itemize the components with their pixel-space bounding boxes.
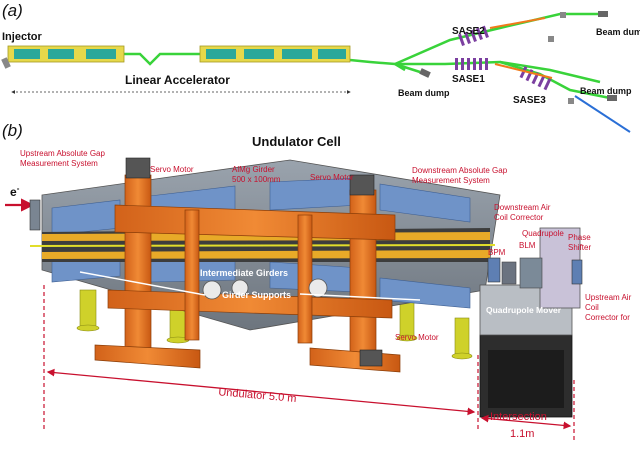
beam-branches bbox=[394, 12, 611, 100]
upstream-air-coil-block bbox=[571, 259, 583, 285]
quadrupole-block bbox=[519, 257, 543, 289]
girder-supports-label: Girder Supports bbox=[222, 290, 291, 300]
servo-motor-left-label: Servo Motor bbox=[150, 165, 194, 174]
beam-monitor bbox=[568, 98, 574, 104]
sase2-undulator bbox=[458, 25, 489, 46]
photon-beam-sase3 bbox=[574, 95, 631, 133]
blm-label: BLM bbox=[519, 241, 536, 250]
girder-pointer-lines bbox=[79, 271, 421, 301]
beam-monitor bbox=[560, 12, 566, 18]
frame-base-left bbox=[94, 344, 201, 369]
upstream-gap-label-2: Measurement System bbox=[20, 159, 98, 168]
upstream-air-label-3: Corrector for bbox=[585, 313, 630, 322]
sase1-undulator bbox=[455, 58, 488, 70]
servo-motor-mid bbox=[349, 174, 375, 196]
frame-base-right bbox=[309, 347, 401, 373]
downstream-gap-label-2: Measurement System bbox=[412, 176, 490, 185]
air-coil-block bbox=[487, 257, 501, 283]
beam-dump-bottom-block bbox=[607, 95, 617, 101]
girder-support-discs bbox=[202, 278, 328, 300]
module bbox=[14, 49, 40, 59]
quadrupole-mover-line1: Quadrupole Mover bbox=[486, 305, 562, 315]
servo-motor-mid-label: Servo Motor bbox=[310, 173, 354, 182]
upstream-gap-sensor bbox=[29, 199, 41, 231]
beam-dump-mid-label: Beam dump bbox=[398, 88, 450, 98]
undulator-cell-title: Undulator Cell bbox=[252, 134, 341, 149]
downstream-gap-label-1: Downstream Absolute Gap bbox=[412, 166, 508, 175]
phase-shifter-label-1: Phase bbox=[568, 233, 591, 242]
undulator-length-dimension bbox=[46, 368, 476, 416]
intersection-panel bbox=[488, 350, 564, 408]
beam-dump-bottom-label: Beam dump bbox=[580, 86, 632, 96]
almg-girder-label: AlMg Girder bbox=[232, 165, 275, 174]
sase1-label: SASE1 bbox=[452, 74, 485, 85]
module bbox=[318, 49, 346, 59]
undulator-length-label: Undulator 5.0 m bbox=[218, 386, 297, 405]
frame-strut bbox=[184, 209, 200, 341]
frame-column-left bbox=[124, 174, 152, 361]
downstream-air-label-1: Downstream Air bbox=[494, 203, 551, 212]
magnet-row-lower bbox=[42, 250, 490, 259]
frame-strut bbox=[297, 214, 313, 344]
beam-dump-mid-block bbox=[419, 68, 431, 78]
bpm-block bbox=[501, 261, 517, 285]
quadrupole-mover-label: Quadrupole Mover bbox=[486, 305, 562, 315]
module bbox=[206, 49, 236, 59]
upstream-air-label-1: Upstream Air bbox=[585, 293, 632, 302]
intersection-dimension bbox=[480, 414, 572, 430]
photon-beam-sase2 bbox=[489, 17, 546, 29]
beam-dump-top-label: Beam dump bbox=[596, 27, 640, 37]
accel-box-2 bbox=[199, 45, 351, 63]
accelerator-modules bbox=[7, 45, 351, 63]
bpm-label: BPM bbox=[488, 248, 506, 257]
photon-beam-sase1 bbox=[494, 63, 553, 79]
support-posts bbox=[76, 289, 473, 360]
frame-crossbeam-lower bbox=[107, 289, 393, 319]
servo-motor-left bbox=[125, 157, 151, 179]
electron-label: e- bbox=[10, 184, 20, 199]
injector-gun bbox=[1, 57, 11, 69]
downstream-air-label-2: Coil Corrector bbox=[494, 213, 544, 222]
servo-motor-bottom bbox=[359, 349, 383, 367]
almg-size-label: 500 x 100mm bbox=[232, 175, 281, 184]
module bbox=[282, 49, 312, 59]
intersection-length-label: 1.1m bbox=[510, 428, 534, 440]
injector-label: Injector bbox=[2, 31, 42, 43]
linac-label: Linear Accelerator bbox=[125, 73, 230, 87]
upstream-air-label-2: Coil bbox=[585, 303, 599, 312]
panel-a-label: (a) bbox=[2, 1, 23, 20]
intersection-unit bbox=[479, 227, 583, 418]
beam-monitor bbox=[548, 36, 554, 42]
upstream-gap-label-1: Upstream Absolute Gap bbox=[20, 149, 105, 158]
phase-shifter-label-2: Shifter bbox=[568, 243, 591, 252]
panel-b-label: (b) bbox=[2, 121, 23, 140]
servo-motor-bottom-label: Servo Motor bbox=[395, 333, 439, 342]
panel-b: (b) Undulator Cell bbox=[2, 121, 632, 440]
beam-axis bbox=[29, 244, 496, 247]
module bbox=[48, 49, 74, 59]
sase2-label: SASE2 bbox=[452, 26, 485, 37]
beam-dump-top-block bbox=[598, 11, 608, 17]
module bbox=[86, 49, 116, 59]
intersection-label: Intersection bbox=[490, 411, 547, 423]
quadrupole-label: Quadrupole bbox=[522, 229, 564, 238]
intermediate-girders-label: Intermediate Girders bbox=[200, 268, 288, 278]
panel-a: (a) Injector Linear Accelerator bbox=[1, 1, 640, 133]
sase3-label: SASE3 bbox=[513, 95, 546, 106]
module bbox=[244, 49, 274, 59]
